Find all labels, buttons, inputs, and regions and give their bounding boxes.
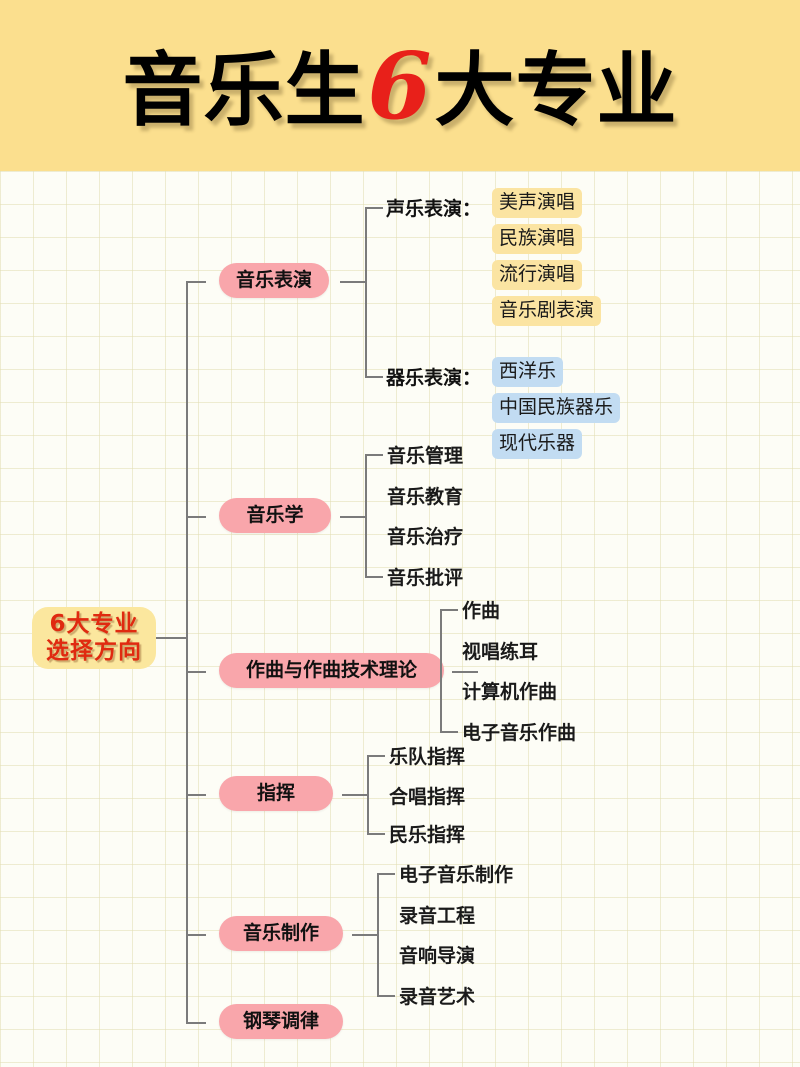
branch5-leaf-tick-bottom [377, 995, 395, 997]
branch3-leaf-spine [440, 609, 442, 733]
branch2-connector [340, 516, 366, 518]
leaf-item[interactable]: 音乐管理 [387, 445, 464, 467]
page-title-suffix: 大专业 [434, 43, 678, 137]
leaf-item[interactable]: 音乐教育 [387, 486, 464, 508]
tag-item[interactable]: 现代乐器 [492, 429, 583, 459]
branch-node-label: 钢琴调律 [242, 1010, 319, 1032]
tag-item[interactable]: 音乐剧表演 [492, 296, 602, 326]
root-connector-stub [156, 637, 187, 639]
leaf-item[interactable]: 民乐指挥 [389, 824, 466, 846]
branch-node-label: 作曲与作曲技术理论 [245, 659, 417, 681]
tag-item[interactable]: 西洋乐 [492, 357, 564, 387]
leaf-item[interactable]: 电子音乐作曲 [462, 722, 577, 744]
branch-node-composition-theory[interactable]: 作曲与作曲技术理论 [219, 653, 444, 688]
branch-node-conducting[interactable]: 指挥 [219, 776, 333, 811]
main-spine [186, 281, 188, 1022]
leaf-item[interactable]: 音乐治疗 [387, 526, 464, 548]
branch2-leaf-tick-bottom [365, 576, 383, 578]
branch-tick-4 [186, 794, 206, 796]
branch1-group-spine [365, 207, 367, 378]
tag-item[interactable]: 中国民族器乐 [492, 393, 621, 423]
leaf-item[interactable]: 录音艺术 [399, 986, 476, 1008]
branch3-leaf-tick-top [440, 609, 458, 611]
branch3-leaf-tick-bottom [440, 731, 458, 733]
leaf-item[interactable]: 计算机作曲 [462, 681, 558, 703]
branch-tick-3 [186, 671, 206, 673]
tag-item[interactable]: 流行演唱 [492, 260, 583, 290]
branch-node-musicology[interactable]: 音乐学 [219, 498, 331, 533]
branch2-leaf-tick-top [365, 454, 383, 456]
branch-tick-2 [186, 516, 206, 518]
header-banner: 音乐生6大专业 [0, 0, 800, 171]
page-title-prefix: 音乐生 [122, 43, 366, 137]
root-node-line1: 6大专业 [49, 610, 139, 637]
branch-tick-5 [186, 934, 206, 936]
branch4-connector [342, 794, 368, 796]
branch5-leaf-spine [377, 873, 379, 997]
branch1-connector [340, 281, 366, 283]
branch-node-label: 指挥 [256, 782, 295, 804]
root-node-line2: 选择方向 [46, 638, 142, 664]
leaf-item[interactable]: 乐队指挥 [389, 746, 466, 768]
branch-tick-6 [186, 1022, 206, 1024]
leaf-item[interactable]: 合唱指挥 [389, 786, 466, 808]
branch5-leaf-tick-top [377, 873, 395, 875]
branch4-leaf-tick-top [367, 755, 385, 757]
leaf-item[interactable]: 电子音乐制作 [399, 864, 514, 886]
tag-item[interactable]: 美声演唱 [492, 188, 583, 218]
branch-node-label: 音乐表演 [235, 269, 312, 291]
leaf-item[interactable]: 音响导演 [399, 945, 476, 967]
tag-item[interactable]: 民族演唱 [492, 224, 583, 254]
root-node[interactable]: 6大专业 选择方向 [32, 607, 156, 669]
branch1-group-tick-2 [365, 376, 383, 378]
group-label-vocal-performance: 声乐表演： [386, 198, 482, 220]
branch2-leaf-spine [365, 454, 367, 578]
branch5-connector [352, 934, 378, 936]
mindmap-canvas: 6大专业 选择方向 音乐表演 声乐表演： 美声演唱 民族演唱 流行演唱 音乐剧表… [0, 171, 800, 1067]
leaf-item[interactable]: 录音工程 [399, 905, 476, 927]
branch-node-label: 音乐学 [246, 504, 304, 526]
branch1-group-tick-1 [365, 207, 383, 209]
page-title: 音乐生6大专业 [122, 40, 677, 132]
branch-node-label: 音乐制作 [242, 922, 319, 944]
branch-node-piano-tuning[interactable]: 钢琴调律 [219, 1004, 343, 1039]
branch4-leaf-spine [367, 755, 369, 835]
branch4-leaf-tick-bottom [367, 833, 385, 835]
group-label-instrumental-performance: 器乐表演： [386, 367, 482, 389]
branch-node-music-production[interactable]: 音乐制作 [219, 916, 343, 951]
leaf-item[interactable]: 音乐批评 [387, 567, 464, 589]
leaf-item[interactable]: 视唱练耳 [462, 641, 539, 663]
branch-node-music-performance[interactable]: 音乐表演 [219, 263, 329, 298]
branch3-connector [452, 671, 478, 673]
branch-tick-1 [186, 281, 206, 283]
leaf-item[interactable]: 作曲 [462, 600, 501, 622]
page-title-number: 6 [367, 31, 433, 140]
